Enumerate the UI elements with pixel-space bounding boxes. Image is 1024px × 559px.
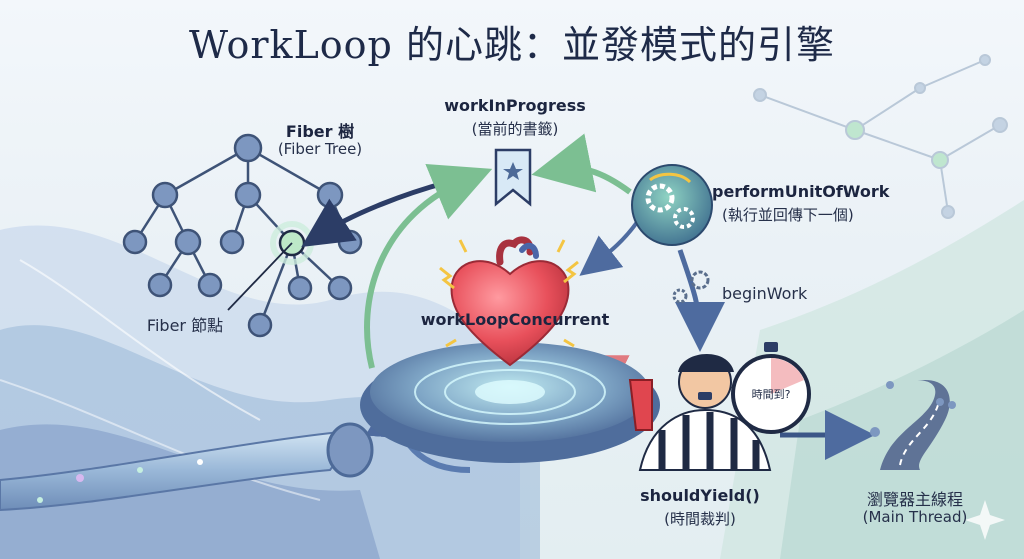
arrow-beginwork-down — [674, 249, 725, 352]
sparkle-icon — [965, 500, 1005, 540]
arrow-perform-to-heart — [579, 216, 642, 276]
work-in-progress-sublabel: (當前的書籤) — [471, 120, 559, 138]
fiber-tree-sublabel: (Fiber Tree) — [277, 140, 363, 158]
perform-unit-sublabel: (執行並回傳下一個) — [722, 206, 854, 224]
perform-unit-label: performUnitOfWork — [712, 182, 890, 201]
should-yield-label: shouldYield() — [640, 486, 760, 505]
main-thread-label: 瀏覽器主線程 — [866, 490, 963, 509]
bookmark-icon — [494, 148, 532, 207]
network-decoration — [753, 54, 1008, 219]
work-loop-label: workLoopConcurrent — [420, 310, 610, 329]
small-gears-icon — [672, 270, 710, 304]
page-title: WorkLoop 的心跳：並發模式的引擎 — [189, 23, 835, 67]
referee-figure — [628, 353, 772, 471]
fiber-tree-label: Fiber 樹 — [285, 122, 355, 141]
work-in-progress-label: workInProgress — [444, 96, 586, 115]
main-thread-sublabel: (Main Thread) — [862, 508, 968, 526]
data-pipe — [0, 422, 374, 512]
arrow-perform-to-bookmark — [531, 133, 632, 195]
begin-work-label: beginWork — [722, 284, 808, 303]
arrow-loop-up-to-bookmark — [364, 163, 493, 369]
timer-label: 時間到? — [751, 388, 791, 401]
fiber-node-pointer — [227, 242, 293, 311]
fiber-node-label: Fiber 節點 — [146, 316, 224, 335]
should-yield-sublabel: (時間裁判) — [664, 510, 736, 528]
stopwatch-icon — [731, 342, 811, 434]
loop-platform — [360, 342, 660, 463]
road-icon — [870, 380, 956, 470]
gear-icon — [631, 164, 713, 246]
heart-icon — [439, 236, 579, 367]
